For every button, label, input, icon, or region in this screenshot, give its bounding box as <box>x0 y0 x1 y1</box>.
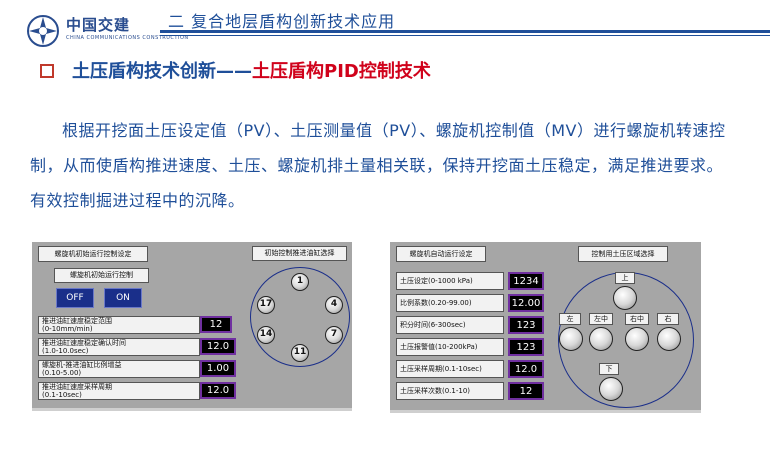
row-label: 土压设定(0-1000 kPa) <box>396 272 504 290</box>
value-field[interactable]: 12 <box>508 382 544 400</box>
cylinder-number: 4 <box>330 299 338 309</box>
value-field[interactable]: 12.0 <box>508 360 544 378</box>
value-field[interactable]: 1.00 <box>200 360 236 377</box>
zone-top-knob[interactable] <box>613 286 637 310</box>
spiral-auto-control-panel: 螺旋机自动运行设定 土压设定(0-1000 kPa) 1234 比例系数(0.2… <box>390 242 701 413</box>
value-field[interactable]: 12.0 <box>200 382 236 399</box>
header-rule-thin <box>160 35 770 36</box>
zone-right-mid-label: 右中 <box>625 313 649 325</box>
cylinder-number: 14 <box>259 329 273 339</box>
row-label: 推进油缸速度稳定确认时间 (1.0-10.0sec) <box>38 338 200 356</box>
company-logo-icon <box>27 15 59 47</box>
row-label: 积分时间(6-300sec) <box>396 316 504 334</box>
value-field[interactable]: 12.00 <box>508 294 544 312</box>
value-field[interactable]: 123 <box>508 316 544 334</box>
zone-left-mid-label: 左中 <box>589 313 613 325</box>
row-label: 螺旋机-推进油缸比例增益 (0.10-5.00) <box>38 360 200 378</box>
row-label: 土压报警值(10-200kPa) <box>396 338 504 356</box>
zone-bottom-label: 下 <box>599 363 619 375</box>
zone-right-mid-knob[interactable] <box>625 327 649 351</box>
cylinder-knob[interactable] <box>257 296 275 314</box>
zone-select-title: 控制用土压区域选择 <box>578 246 668 262</box>
cylinder-knob[interactable] <box>291 344 309 362</box>
header-rule <box>160 30 770 33</box>
section-heading: 土压盾构技术创新——土压盾构PID控制技术 <box>72 61 431 82</box>
row-label: 土压采样周期(0.1-10sec) <box>396 360 504 378</box>
row-label: 推进油缸速度采样周期 (0.1-10sec) <box>38 382 200 400</box>
logo-text: 中国交建 <box>66 16 131 34</box>
cylinder-knob[interactable] <box>257 326 275 344</box>
spiral-initial-control-panel: 螺旋机初始运行控制设定 螺旋机初始运行控制 OFF ON 推进油缸速度稳定范围 … <box>32 242 352 411</box>
value-field[interactable]: 12.0 <box>200 338 236 355</box>
panel-title: 螺旋机自动运行设定 <box>396 246 486 262</box>
zone-right-label: 右 <box>657 313 679 325</box>
on-button[interactable]: ON <box>104 288 142 308</box>
body-paragraph: 根据开挖面土压设定值（PV）、土压测量值（PV）、螺旋机控制值（MV）进行螺旋机… <box>30 121 726 210</box>
value-field[interactable]: 12 <box>200 316 232 333</box>
cylinder-knob[interactable] <box>325 296 343 314</box>
zone-right-knob[interactable] <box>657 327 681 351</box>
checkbox-bullet-icon <box>40 64 54 78</box>
zone-top-label: 上 <box>615 272 635 284</box>
cylinder-knob[interactable] <box>291 273 309 291</box>
cylinder-select-title: 初始控制推进油缸选择 <box>252 246 347 261</box>
row-label: 推进油缸速度稳定范围 (0-10mm/min) <box>38 316 200 334</box>
cylinder-ring: 1 4 7 11 14 17 <box>250 267 350 367</box>
logo-subtext: CHINA COMMUNICATIONS CONSTRUCTION <box>66 35 189 41</box>
cylinder-number: 11 <box>293 347 307 357</box>
cylinder-number: 7 <box>330 329 338 339</box>
zone-left-label: 左 <box>559 313 581 325</box>
zone-bottom-knob[interactable] <box>599 377 623 401</box>
row-label: 比例系数(0.20-99.00) <box>396 294 504 312</box>
cylinder-number: 17 <box>259 299 273 309</box>
row-label: 土压采样次数(0.1-10) <box>396 382 504 400</box>
cylinder-knob[interactable] <box>325 326 343 344</box>
value-field[interactable]: 1234 <box>508 272 544 290</box>
cylinder-number: 1 <box>296 276 304 286</box>
pressure-zone-ring: 上 左 左中 右中 右 下 <box>558 272 694 408</box>
zone-left-knob[interactable] <box>559 327 583 351</box>
zone-left-mid-knob[interactable] <box>589 327 613 351</box>
panel-title: 螺旋机初始运行控制设定 <box>38 246 148 262</box>
value-field[interactable]: 123 <box>508 338 544 356</box>
off-button[interactable]: OFF <box>56 288 94 308</box>
header-title: 二 复合地层盾构创新技术应用 <box>168 12 396 31</box>
control-label: 螺旋机初始运行控制 <box>54 268 149 283</box>
